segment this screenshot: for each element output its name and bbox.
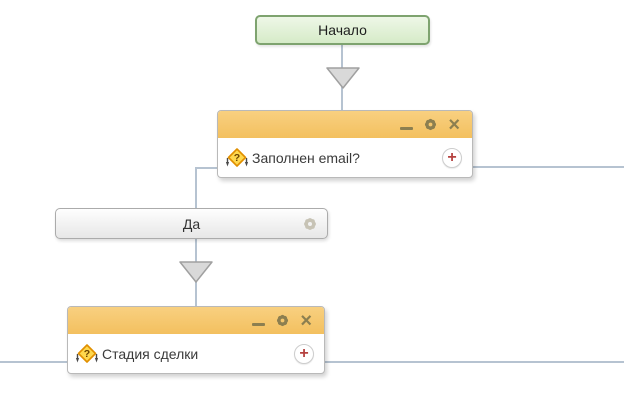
stage-node-body: ? Стадия сделки + <box>68 334 324 374</box>
condition-node-body: ? Заполнен email? + <box>218 138 472 178</box>
minimize-icon[interactable] <box>400 127 414 130</box>
yes-branch-node[interactable]: Да <box>55 208 328 239</box>
arrow-down-icon <box>326 67 360 89</box>
gear-icon[interactable] <box>423 117 438 132</box>
svg-text:?: ? <box>234 152 240 164</box>
connector-line <box>0 361 68 363</box>
yes-branch-label: Да <box>182 215 201 232</box>
connector-line <box>195 167 197 210</box>
add-action-button[interactable]: + <box>294 344 314 364</box>
start-node[interactable]: Начало <box>255 15 430 45</box>
gear-icon[interactable] <box>302 216 318 232</box>
gear-icon[interactable] <box>275 313 290 328</box>
minimize-icon[interactable] <box>252 323 266 326</box>
connector-line <box>324 361 624 363</box>
close-icon[interactable]: × <box>448 113 460 136</box>
stage-node[interactable]: × ? Стадия сделки + <box>67 306 325 374</box>
connector-line <box>195 167 219 169</box>
stage-node-title: Стадия сделки <box>102 346 199 362</box>
svg-text:?: ? <box>84 348 90 360</box>
connector-line <box>472 166 624 168</box>
condition-node[interactable]: × ? Заполнен email? + <box>217 110 473 178</box>
condition-icon: ? <box>75 343 99 363</box>
condition-node-header[interactable]: × <box>218 111 472 138</box>
condition-node-title: Заполнен email? <box>252 150 360 166</box>
condition-icon: ? <box>225 147 249 167</box>
add-action-button[interactable]: + <box>442 148 462 168</box>
arrow-down-icon <box>179 261 213 283</box>
stage-node-header[interactable]: × <box>68 307 324 334</box>
start-node-label: Начало <box>318 22 367 38</box>
close-icon[interactable]: × <box>300 309 312 332</box>
